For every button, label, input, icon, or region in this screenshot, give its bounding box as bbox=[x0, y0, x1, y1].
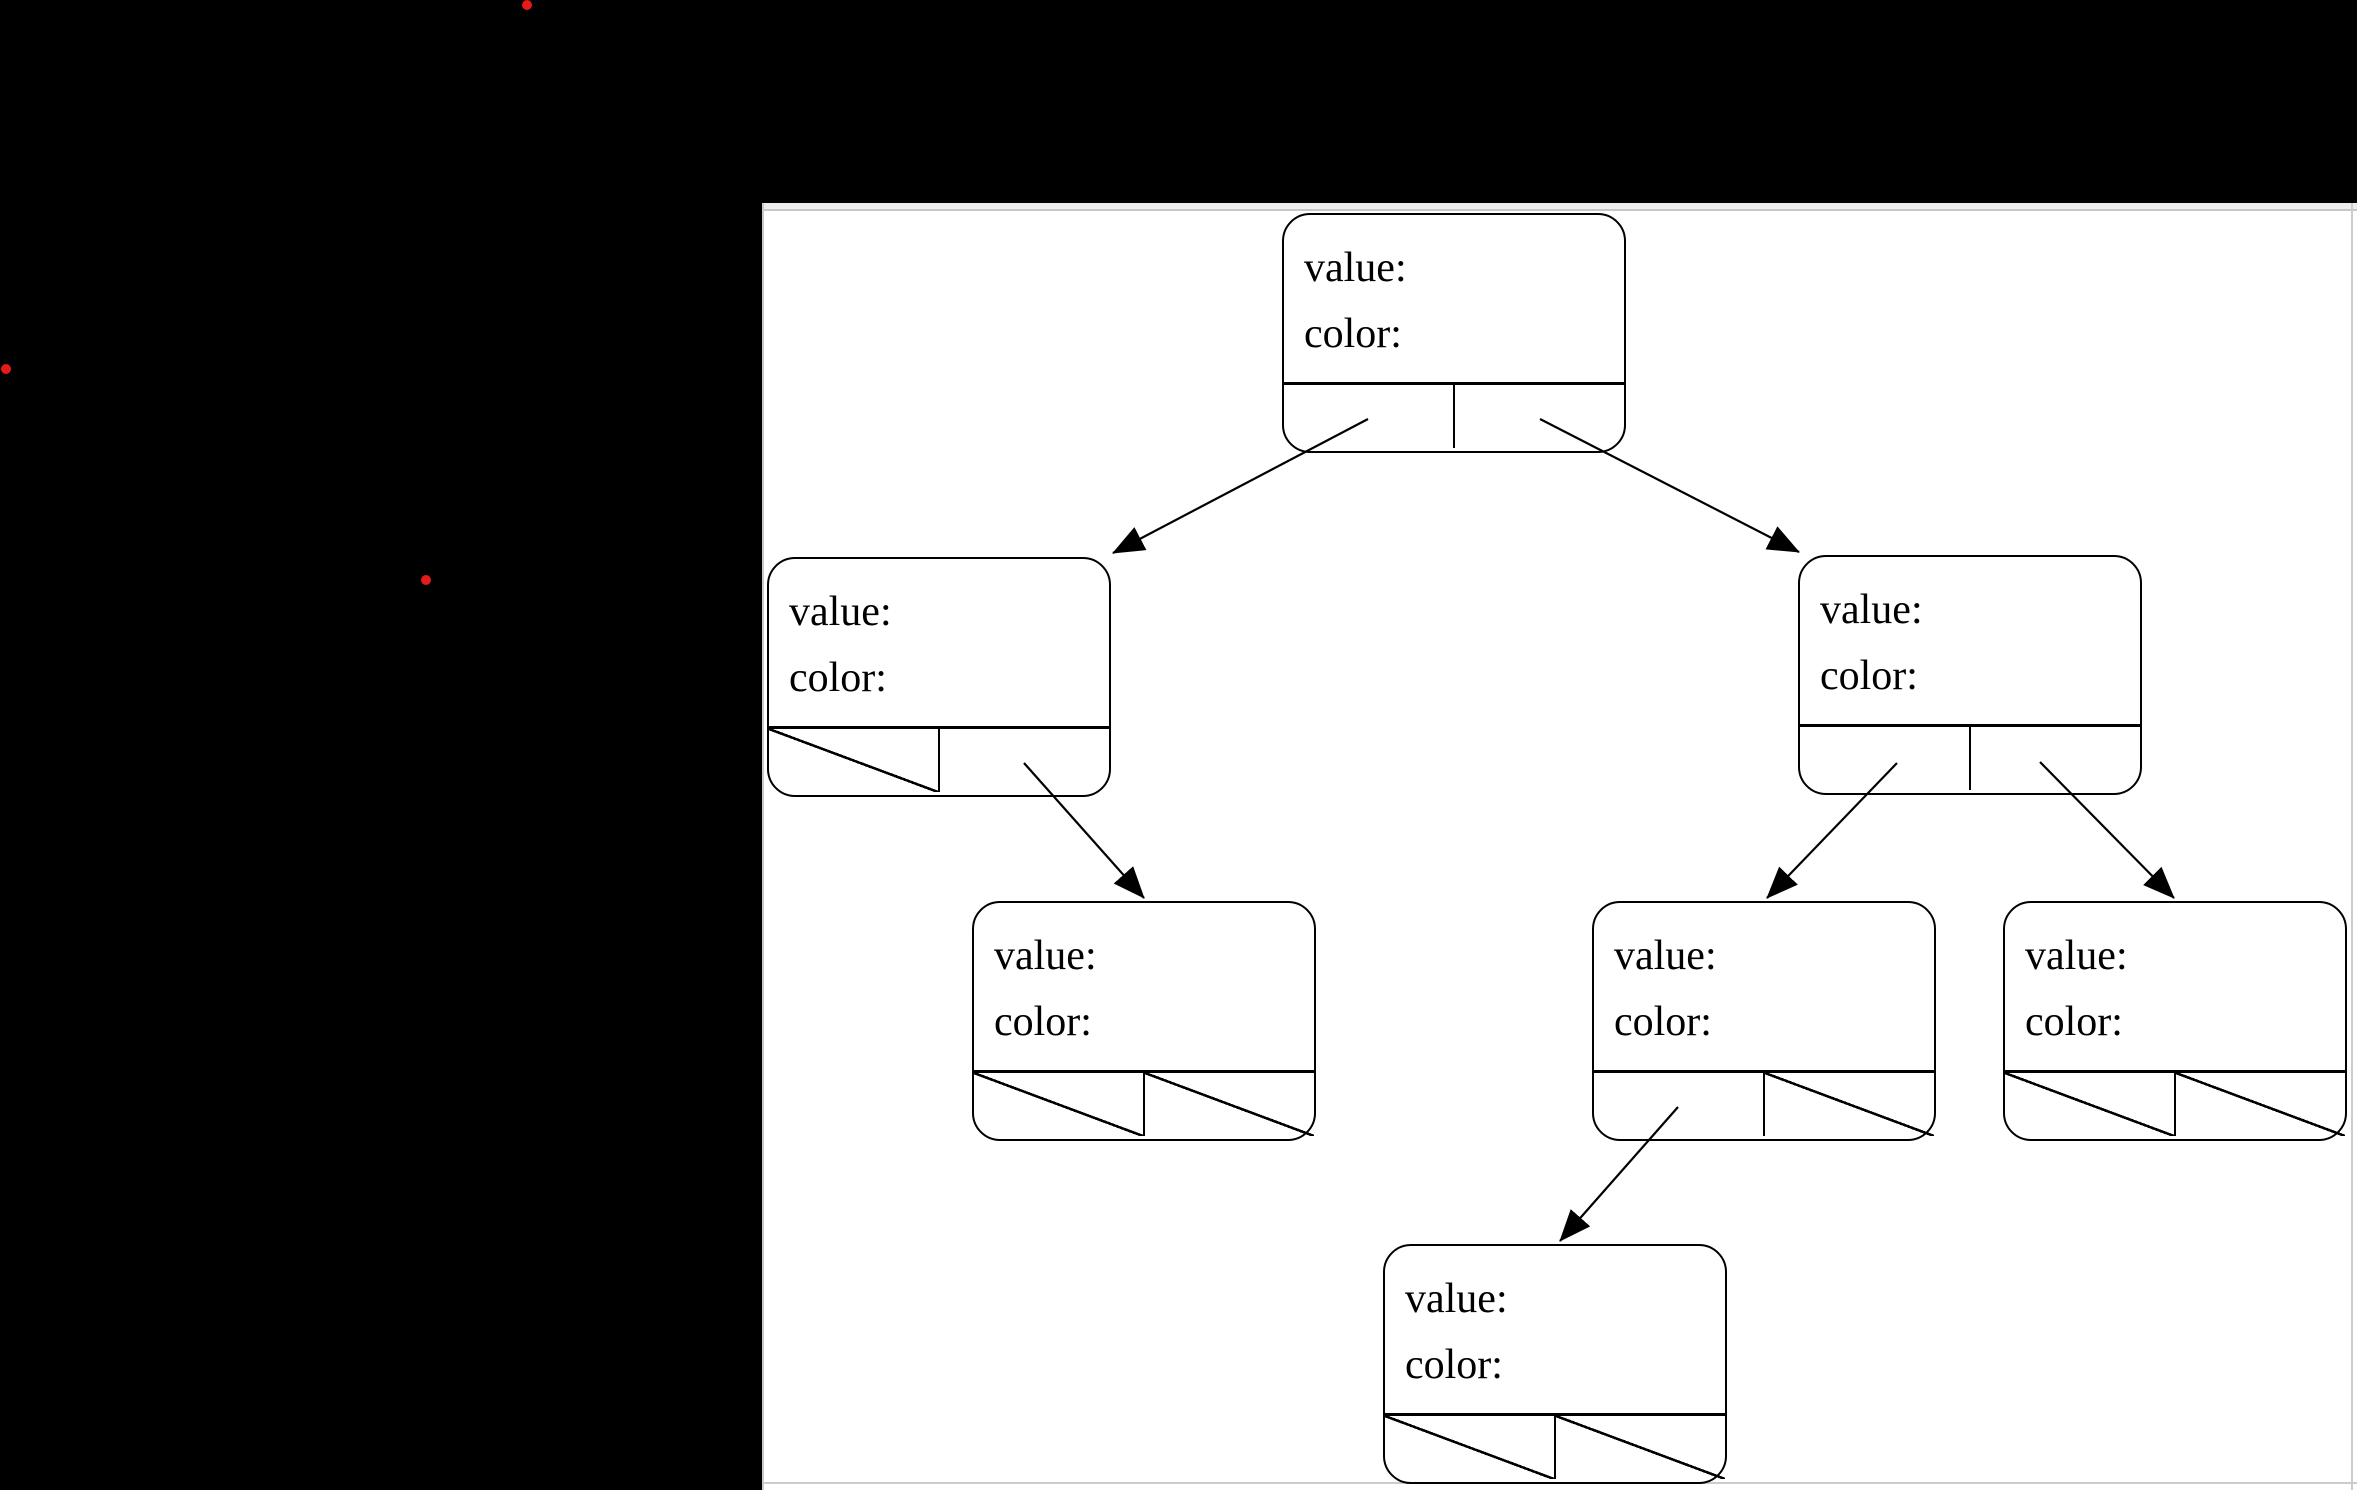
tree-node-left-right: value: color: bbox=[972, 901, 1316, 1141]
node-text-area: value: color: bbox=[1594, 903, 1934, 1070]
value-label: value: bbox=[1304, 245, 1407, 291]
panel-top-border bbox=[762, 209, 2357, 211]
left-pointer-cell-null bbox=[1385, 1416, 1556, 1479]
pointer-cells bbox=[1594, 1070, 1934, 1136]
panel-left-border bbox=[762, 203, 764, 1490]
color-label: color: bbox=[1405, 1342, 1503, 1388]
red-dot-marker-middle bbox=[421, 575, 431, 585]
value-label: value: bbox=[1405, 1276, 1508, 1322]
right-pointer-cell-null bbox=[1765, 1073, 1934, 1136]
node-text-area: value: color: bbox=[1385, 1246, 1725, 1413]
tree-node-right: value: color: bbox=[1798, 555, 2142, 795]
panel-top-strip bbox=[762, 203, 2357, 209]
value-label: value: bbox=[1820, 587, 1923, 633]
color-label: color: bbox=[1614, 999, 1712, 1045]
pointer-cells bbox=[1385, 1413, 1725, 1479]
node-text-area: value: color: bbox=[1284, 215, 1624, 382]
left-pointer-cell-null bbox=[974, 1073, 1145, 1136]
panel-right-border bbox=[2351, 203, 2353, 1490]
left-pointer-cell bbox=[1594, 1073, 1765, 1136]
left-pointer-cell bbox=[1284, 385, 1455, 448]
left-pointer-cell-null bbox=[2005, 1073, 2176, 1136]
pointer-cells bbox=[769, 726, 1109, 792]
value-label: value: bbox=[789, 589, 892, 635]
left-pointer-cell bbox=[1800, 727, 1971, 790]
pointer-cells bbox=[974, 1070, 1314, 1136]
value-label: value: bbox=[994, 933, 1097, 979]
color-label: color: bbox=[994, 999, 1092, 1045]
tree-node-left: value: color: bbox=[767, 557, 1111, 797]
color-label: color: bbox=[789, 655, 887, 701]
right-pointer-cell bbox=[1455, 385, 1624, 448]
pointer-cells bbox=[1800, 724, 2140, 790]
node-text-area: value: color: bbox=[2005, 903, 2345, 1070]
value-label: value: bbox=[1614, 933, 1717, 979]
pointer-cells bbox=[1284, 382, 1624, 448]
tree-node-right-left-left: value: color: bbox=[1383, 1244, 1727, 1484]
color-label: color: bbox=[1304, 311, 1402, 357]
tree-node-right-left: value: color: bbox=[1592, 901, 1936, 1141]
right-pointer-cell-null bbox=[1145, 1073, 1314, 1136]
right-pointer-cell-null bbox=[2176, 1073, 2345, 1136]
node-text-area: value: color: bbox=[769, 559, 1109, 726]
color-label: color: bbox=[1820, 653, 1918, 699]
right-pointer-cell bbox=[940, 729, 1109, 792]
red-dot-marker-left bbox=[1, 364, 11, 374]
right-pointer-cell-null bbox=[1556, 1416, 1725, 1479]
tree-node-right-right: value: color: bbox=[2003, 901, 2347, 1141]
right-pointer-cell bbox=[1971, 727, 2140, 790]
red-dot-marker-top bbox=[522, 0, 532, 10]
value-label: value: bbox=[2025, 933, 2128, 979]
left-pointer-cell-null bbox=[769, 729, 940, 792]
node-text-area: value: color: bbox=[974, 903, 1314, 1070]
pointer-cells bbox=[2005, 1070, 2345, 1136]
node-text-area: value: color: bbox=[1800, 557, 2140, 724]
color-label: color: bbox=[2025, 999, 2123, 1045]
tree-node-root: value: color: bbox=[1282, 213, 1626, 453]
